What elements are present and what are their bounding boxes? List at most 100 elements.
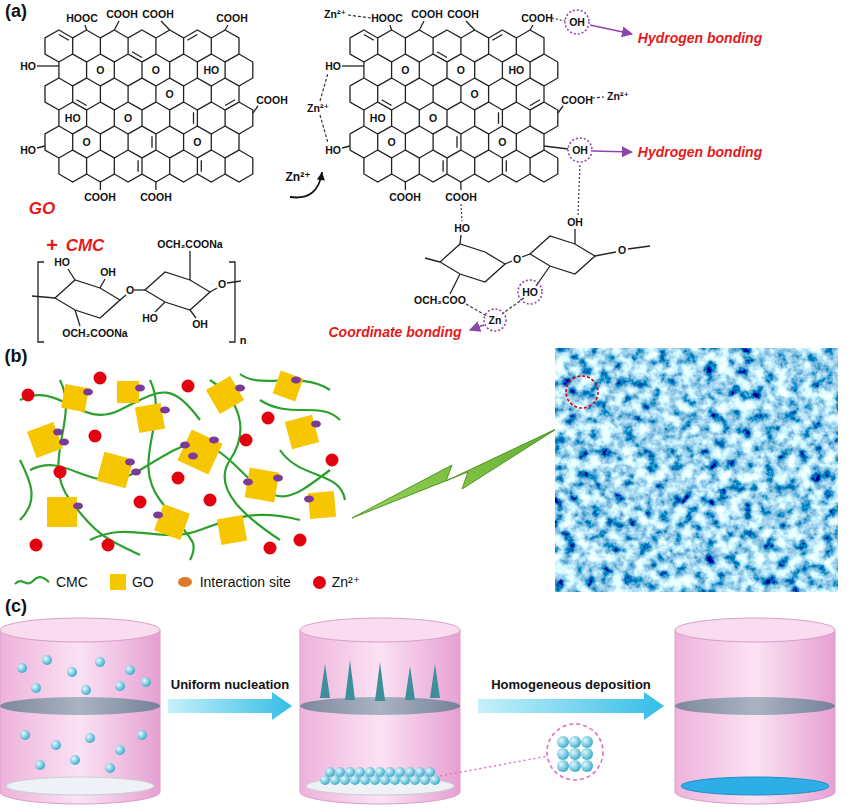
- cmc-structure: [134, 289, 145, 290]
- chemical-label: COOH: [411, 9, 443, 20]
- cmc-structure: [155, 302, 165, 312]
- cmc-chains: [20, 374, 345, 560]
- cell-before: [105, 763, 115, 773]
- chemical-label: COOH: [561, 95, 593, 106]
- chemical-label: HO: [142, 313, 158, 324]
- bond-lines: [225, 25, 228, 30]
- step-label: Uniform nucleation: [171, 678, 289, 691]
- chemical-label: HO: [20, 61, 36, 72]
- interaction-circles: [568, 138, 592, 162]
- interaction-sites: [135, 385, 145, 392]
- cmc-structure: [32, 296, 55, 298]
- cell-before: [51, 740, 61, 750]
- interaction-circles: [484, 309, 506, 331]
- chemical-label: COOH: [447, 9, 479, 20]
- cell-nucleation: [415, 767, 425, 777]
- structure-region: Hydrogen bondingHydrogen bondingCoordina…: [322, 2, 767, 342]
- cell-nucleation: [395, 767, 405, 777]
- panel-letter: (b): [5, 347, 28, 365]
- chemical-label: n: [240, 335, 247, 346]
- zn-ions: [294, 534, 307, 547]
- cmc-structure: [190, 310, 196, 318]
- bond-lines: [114, 21, 119, 30]
- block-arrow: [168, 692, 292, 720]
- hydrogen-bond-lines: [578, 163, 580, 215]
- interaction-sites: [311, 421, 321, 428]
- cmc-structure: [32, 251, 241, 342]
- cmc-structure: [120, 295, 126, 300]
- cell-nucleation: [355, 767, 365, 777]
- chemical-label: O: [429, 113, 437, 124]
- coordination-lines: [592, 97, 604, 98]
- coordination-lines: [320, 115, 328, 143]
- cell-before: [17, 655, 151, 773]
- chemical-label: O: [83, 137, 91, 148]
- interaction-circles: [518, 280, 542, 304]
- callout-arrows: [590, 25, 632, 34]
- go-sheets: [154, 504, 190, 540]
- chemical-label: COOH: [142, 9, 174, 20]
- structure-name: CMC: [66, 237, 105, 254]
- zn-ions: [182, 380, 195, 393]
- interaction-sites: [209, 437, 219, 444]
- legend-item: Zn²⁺: [313, 574, 360, 590]
- zoom-circle: [557, 736, 593, 772]
- bond-lines: [155, 182, 156, 190]
- zoom-leader: [440, 756, 548, 776]
- chemical-label: +: [46, 235, 58, 255]
- cmc-structure: [145, 272, 210, 310]
- chemical-label: HO: [20, 145, 36, 156]
- zn-ions: [262, 412, 275, 425]
- cmc-structure: [75, 310, 80, 326]
- cmc-structure: [100, 279, 105, 288]
- bonding-callout: Hydrogen bonding: [638, 31, 762, 45]
- composite-structure: [450, 274, 460, 294]
- zn-ions: [22, 389, 35, 402]
- bond-lines: [37, 146, 45, 148]
- chemical-label: O: [126, 285, 134, 296]
- structure-region: GO: [10, 2, 290, 222]
- interaction-sites: [304, 496, 314, 503]
- cell-before: [115, 681, 125, 691]
- legend-swatch: [15, 577, 49, 584]
- zoom-circle: [569, 748, 581, 760]
- cell-nucleation: [405, 767, 415, 777]
- cell-nucleation: [300, 618, 460, 804]
- sem-image: [555, 348, 838, 592]
- hydrogen-bond-lines: [461, 18, 580, 221]
- cell-before: [31, 683, 41, 693]
- go-sheets: [27, 371, 336, 545]
- go-structure: [59, 35, 235, 172]
- cmc-structure: [55, 280, 120, 318]
- go-sheets: [97, 452, 134, 489]
- composite-structure: [425, 258, 440, 262]
- cell-nucleation: [405, 666, 415, 700]
- cell-before: [0, 618, 160, 804]
- composite-structure: [522, 254, 530, 257]
- hydrogen-bond-lines: [461, 204, 462, 221]
- interaction-circles: [484, 10, 592, 331]
- cell-before: [20, 730, 30, 740]
- cell-nucleation: [325, 767, 335, 777]
- interaction-sites: [273, 475, 283, 482]
- cell-before: [70, 755, 80, 765]
- zoom-circle: [557, 736, 569, 748]
- chemical-label: OCH₂COONa: [62, 328, 127, 339]
- cell-nucleation: [320, 664, 330, 698]
- cell-before: [0, 618, 160, 804]
- cell-nucleation: [375, 662, 385, 701]
- cell-before: [42, 655, 52, 665]
- chemical-label: COOH: [216, 13, 248, 24]
- arrow-head: [317, 172, 325, 180]
- coordination-lines: [320, 73, 328, 101]
- sem-image: [555, 348, 838, 592]
- chemical-label: COOH: [445, 192, 477, 203]
- chemical-label: HO: [522, 287, 538, 298]
- chemical-label: HO: [370, 113, 386, 124]
- interaction-sites: [160, 407, 170, 414]
- zoom-circle: [547, 724, 603, 780]
- interaction-sites: [235, 385, 245, 392]
- zn-ions: [54, 466, 67, 479]
- go-sheets: [206, 376, 244, 414]
- zn-ions: [102, 539, 115, 552]
